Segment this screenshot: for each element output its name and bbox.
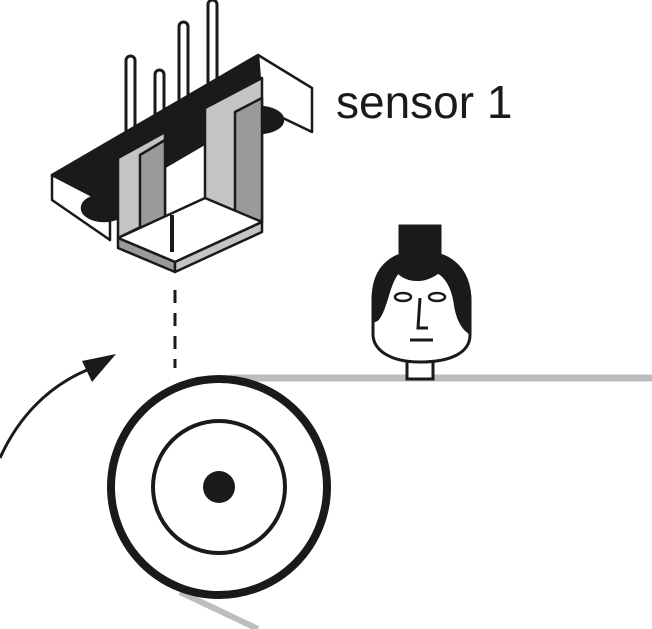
optical-slot-sensor-icon <box>50 53 314 274</box>
person-head-icon <box>371 224 472 381</box>
belt <box>178 374 652 629</box>
pulley-wheel-icon <box>107 375 331 599</box>
belt-bottom-line <box>178 589 260 629</box>
sensor-label: sensor 1 <box>336 76 512 128</box>
curved-arrow-icon <box>0 354 116 459</box>
